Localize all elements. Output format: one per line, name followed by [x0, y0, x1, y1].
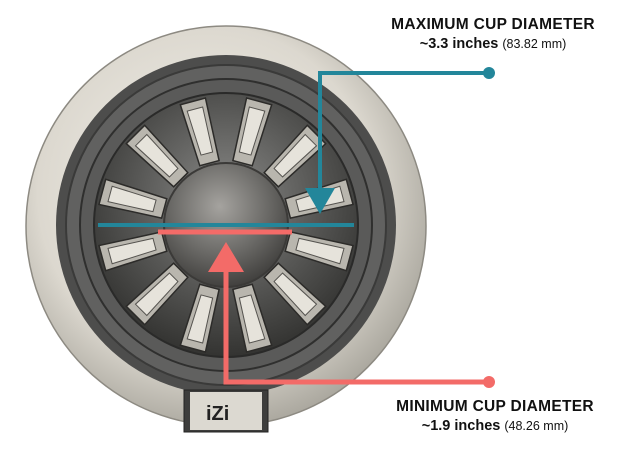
min-diameter-inches: ~1.9 inches	[421, 418, 501, 434]
min-diameter-value: ~1.9 inches (48.26 mm)	[364, 418, 626, 434]
gripper-fin	[263, 262, 327, 326]
base-tab: iZi	[183, 389, 269, 433]
min-diameter-indicator	[158, 229, 495, 388]
gripper-fin	[179, 283, 220, 353]
min-endpoint-dot	[483, 376, 495, 388]
max-diameter-title: MAXIMUM CUP DIAMETER	[391, 16, 595, 33]
gripper-fin	[232, 283, 273, 353]
max-diameter-value: ~3.3 inches (83.82 mm)	[360, 36, 626, 52]
max-diameter-mm: (83.82 mm)	[502, 37, 567, 51]
gripper-fin	[98, 231, 168, 272]
gripper-fin	[284, 231, 354, 272]
base-text: iZi	[206, 403, 229, 425]
gripper-fin	[232, 97, 273, 167]
min-arrow-shaft	[223, 270, 489, 385]
min-diameter-mm: (48.26 mm)	[504, 419, 569, 433]
max-diameter-inches: ~3.3 inches	[419, 36, 499, 52]
max-endpoint-dot	[483, 67, 495, 79]
max-diameter-indicator	[98, 67, 495, 227]
max-diameter-label: MAXIMUM CUP DIAMETER ~3.3 inches (83.82 …	[360, 16, 626, 52]
min-diameter-label: MINIMUM CUP DIAMETER ~1.9 inches (48.26 …	[364, 398, 626, 434]
min-diameter-title: MINIMUM CUP DIAMETER	[396, 398, 594, 415]
gripper-fin	[98, 178, 168, 219]
gripper-fin	[125, 124, 189, 188]
max-arrow-shaft	[318, 71, 489, 188]
min-arrow-head	[208, 242, 244, 272]
max-arrow-head	[305, 188, 335, 214]
gripper-fin	[125, 262, 189, 326]
gripper-fin	[179, 97, 220, 167]
